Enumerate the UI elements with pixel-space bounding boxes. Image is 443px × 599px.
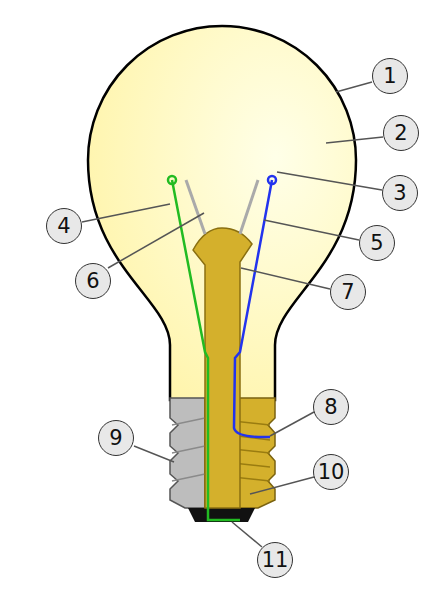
callout-number: 5 <box>359 225 395 261</box>
callout-number: 1 <box>372 58 408 94</box>
callout-number: 7 <box>330 274 366 310</box>
support-wires <box>186 180 258 234</box>
callout-number: 3 <box>382 175 418 211</box>
callout-number: 11 <box>257 542 293 578</box>
callout-number: 8 <box>313 389 349 425</box>
lead-wires <box>168 176 276 520</box>
leader-lines <box>82 82 383 547</box>
callout-number: 9 <box>98 420 134 456</box>
callout-number: 2 <box>383 115 419 151</box>
filament-coil <box>168 160 277 186</box>
callout-number: 4 <box>46 208 82 244</box>
callout-number: 6 <box>75 263 111 299</box>
callout-number: 10 <box>313 454 349 490</box>
glass-stem <box>193 228 252 508</box>
